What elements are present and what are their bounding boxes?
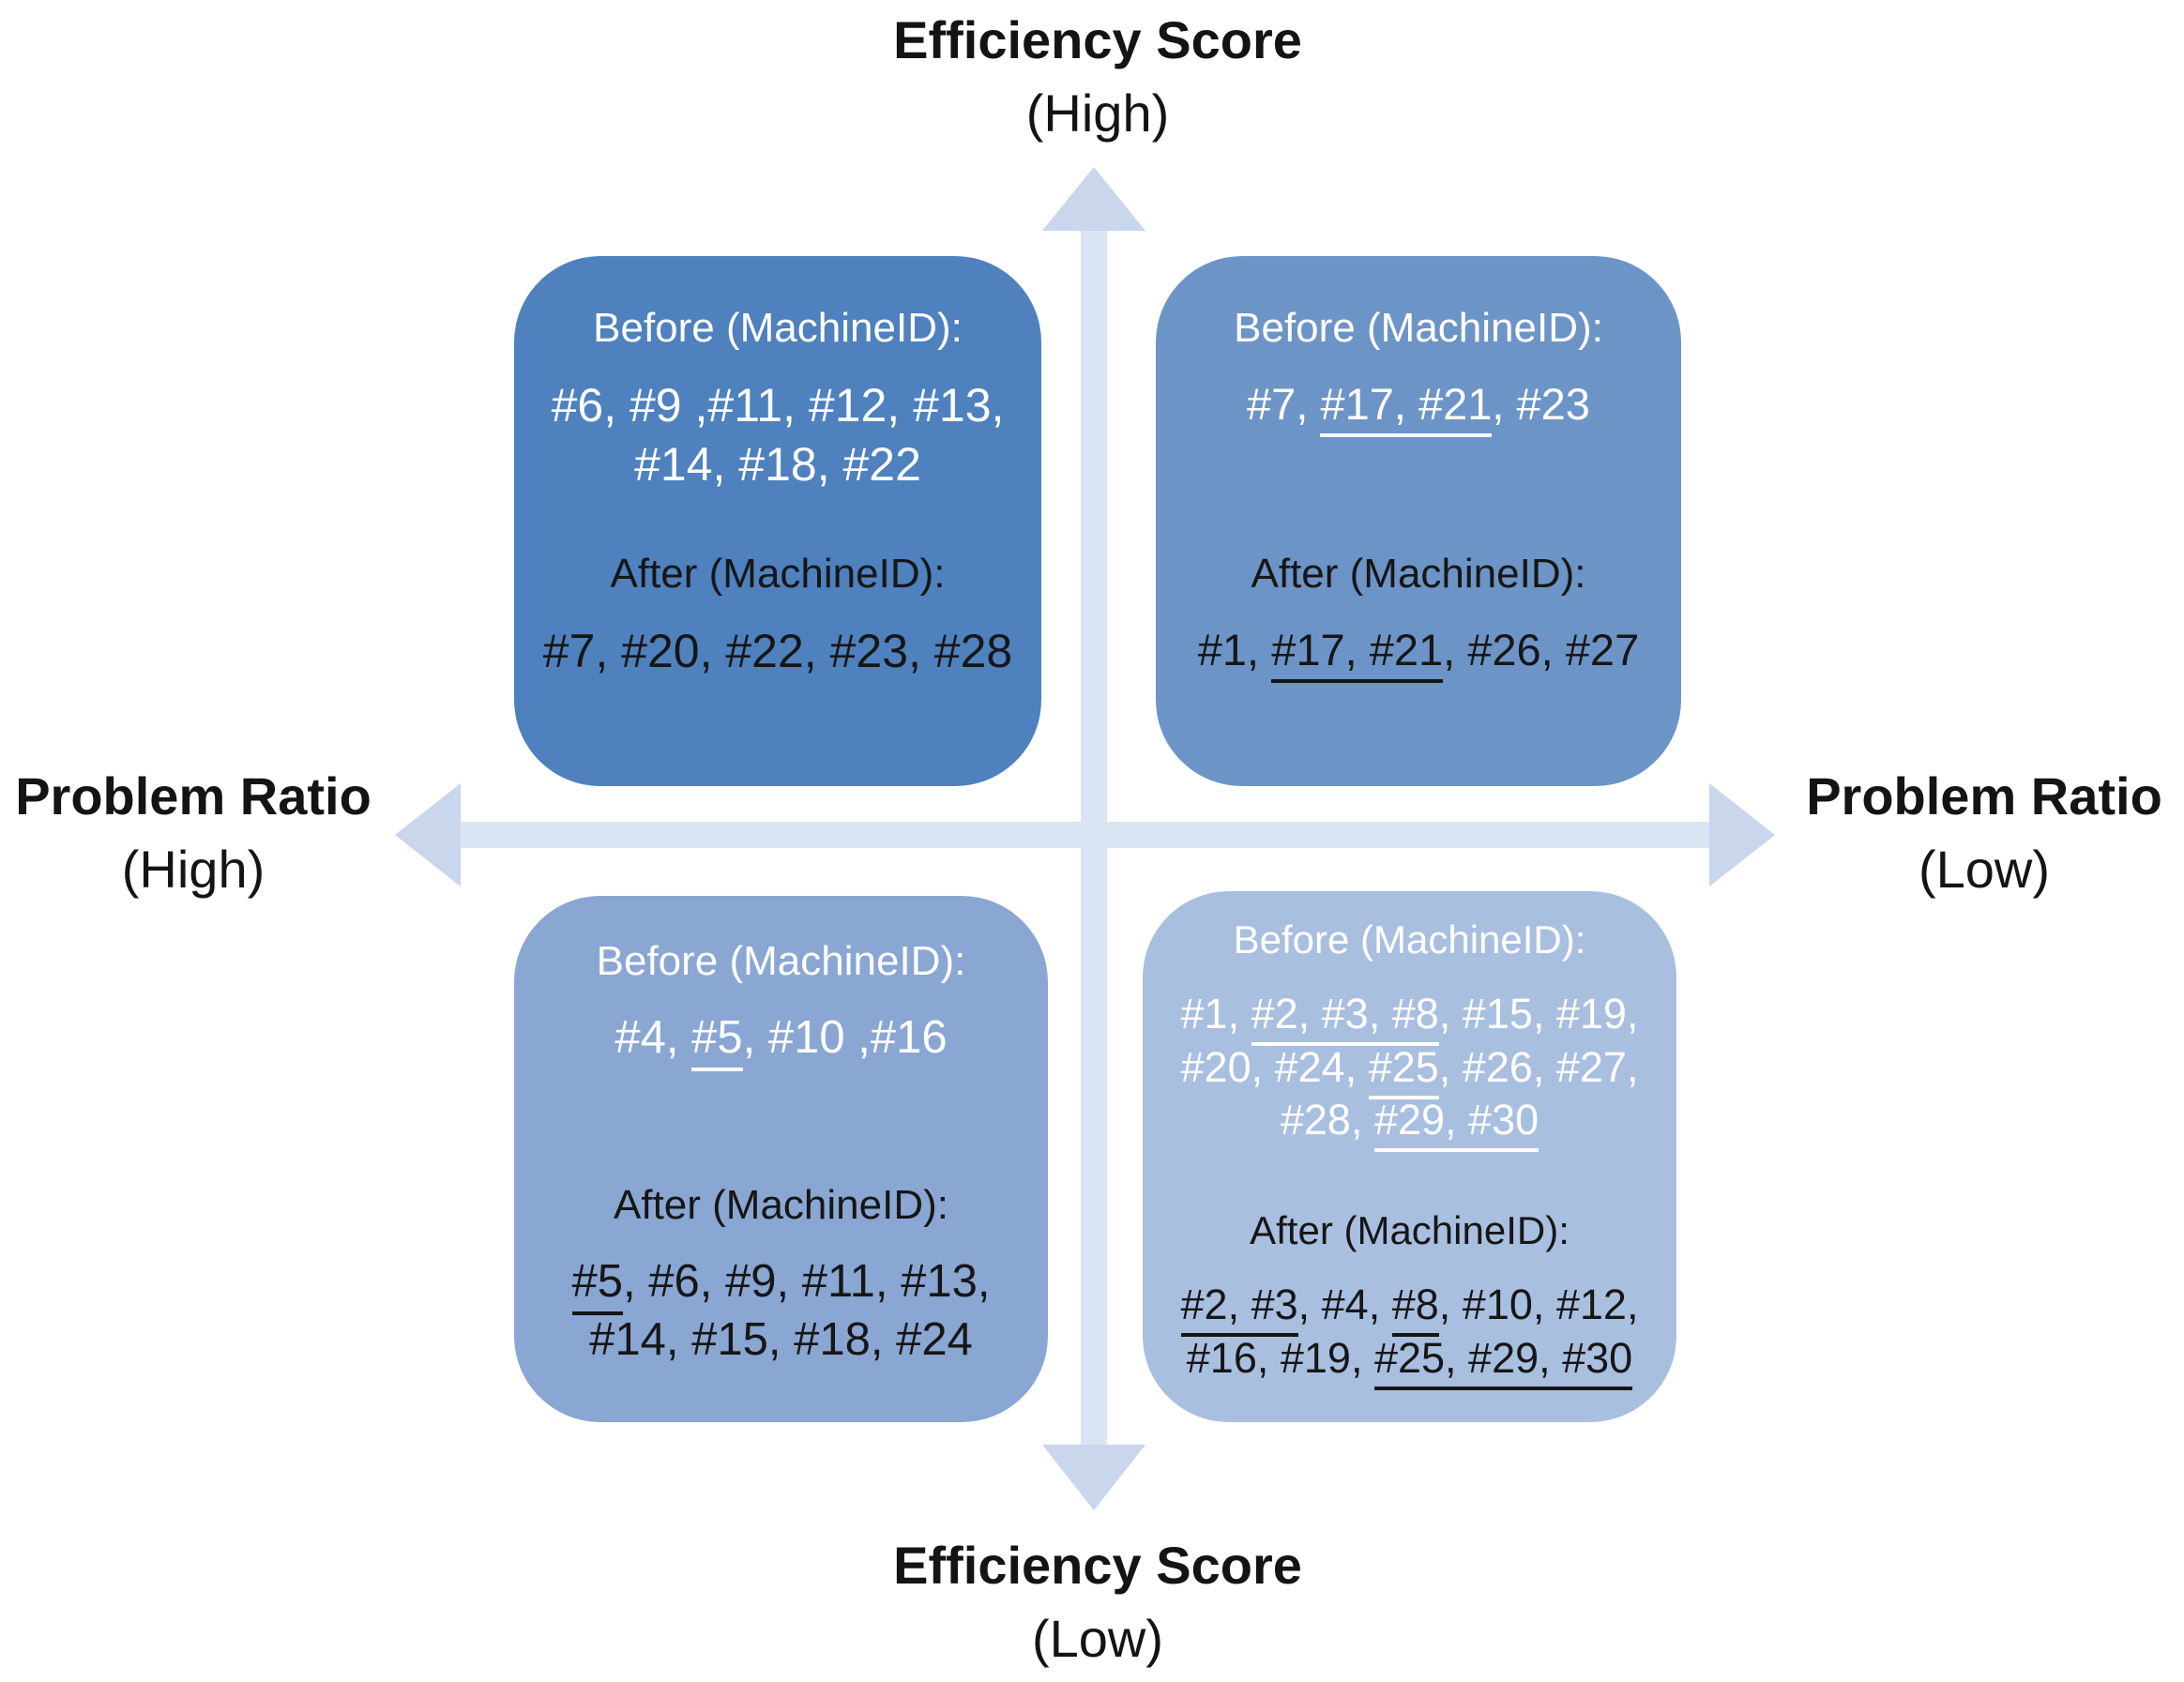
machine-id-segment: #7, #20, #22, #23, #28 (542, 625, 1013, 677)
axis-title-problem-low: Problem Ratio (1806, 766, 2162, 826)
before-label: Before (MachineID): (1234, 305, 1603, 351)
machine-id-underlined: #5 (571, 1256, 624, 1315)
after-section: After (MachineID): #1, #17, #21, #26, #2… (1156, 547, 1681, 683)
axis-title-efficiency-low: Efficiency Score (893, 1536, 1302, 1595)
machine-id-underlined: #17, #21 (1320, 379, 1493, 437)
after-machine-id-list: #7, #20, #22, #23, #28 (514, 622, 1041, 681)
machine-id-underlined: #25, #29, #30 (1373, 1333, 1633, 1390)
before-machine-id-list: #4, #5, #10 ,#16 (514, 1009, 1048, 1071)
machine-id-line: #1, #2, #3, #8, #15, #19, (1143, 988, 1676, 1046)
axis-sublabel-low: (Low) (1031, 1609, 1164, 1668)
after-machine-id-list: #5, #6, #9, #11, #13,#14, #15, #18, #24 (514, 1253, 1048, 1369)
quadrant-low-problem-low-efficiency: Before (MachineID): #1, #2, #3, #8, #15,… (1143, 891, 1676, 1422)
machine-id-underlined: #2, #3, #8 (1251, 990, 1439, 1046)
machine-id-underlined: #5 (691, 1012, 743, 1071)
before-machine-id-list: #6, #9 ,#11, #12, #13, #14, #18, #22 (514, 376, 1041, 494)
axis-sublabel-high: (High) (1025, 83, 1170, 143)
before-section: Before (MachineID): #1, #2, #3, #8, #15,… (1143, 913, 1676, 1153)
down-arrowhead-icon (1042, 1445, 1145, 1510)
axis-label-left: Problem Ratio (High) (0, 760, 392, 906)
machine-id-segment: #4, (614, 1012, 692, 1063)
axis-title-problem-high: Problem Ratio (15, 766, 372, 826)
machine-id-segment: #7, (1247, 379, 1321, 429)
machine-id-segment: , #26, #27, (1438, 1042, 1639, 1091)
machine-id-line: #14, #15, #18, #24 (514, 1311, 1048, 1370)
machine-id-line: #4, #5, #10 ,#16 (514, 1009, 1048, 1071)
machine-id-line: #14, #18, #22 (514, 435, 1041, 494)
axis-label-right: Problem Ratio (Low) (1784, 760, 2184, 906)
machine-id-line: #20, #24, #25, #26, #27, (1143, 1041, 1676, 1099)
axis-label-top: Efficiency Score (High) (675, 4, 1520, 150)
before-label: Before (MachineID): (596, 938, 966, 984)
machine-id-underlined: #25 (1368, 1042, 1439, 1099)
after-section: After (MachineID): #5, #6, #9, #11, #13,… (514, 1178, 1048, 1369)
machine-id-segment: , #10 ,#16 (742, 1012, 948, 1063)
machine-id-segment: #20, #24, (1180, 1042, 1369, 1091)
before-label: Before (MachineID): (1233, 917, 1586, 962)
machine-id-segment: #14, #18, #22 (634, 438, 921, 491)
before-machine-id-list: #1, #2, #3, #8, #15, #19,#20, #24, #25, … (1143, 988, 1676, 1153)
machine-id-segment: #28, (1280, 1096, 1374, 1144)
right-arrowhead-icon (1709, 783, 1775, 886)
after-machine-id-list: #2, #3, #4, #8, #10, #12,#16, #19, #25, … (1143, 1279, 1676, 1390)
after-label: After (MachineID): (614, 1182, 948, 1228)
up-arrowhead-icon (1042, 167, 1145, 231)
machine-id-segment: , #23 (1492, 379, 1590, 429)
before-section: Before (MachineID): #7, #17, #21, #23 (1156, 301, 1681, 437)
axis-label-bottom: Efficiency Score (Low) (675, 1529, 1520, 1675)
machine-id-segment: , #15, #19, (1438, 990, 1639, 1038)
machine-id-underlined: #8 (1391, 1280, 1439, 1337)
machine-id-line: #7, #20, #22, #23, #28 (514, 622, 1041, 681)
before-machine-id-list: #7, #17, #21, #23 (1156, 376, 1681, 437)
machine-id-segment: #6, #9 ,#11, #12, #13, (551, 379, 1005, 432)
before-label: Before (MachineID): (593, 305, 963, 351)
before-section: Before (MachineID): #6, #9 ,#11, #12, #1… (514, 301, 1041, 494)
machine-id-segment: , #10, #12, (1438, 1280, 1639, 1328)
machine-id-line: #5, #6, #9, #11, #13, (514, 1253, 1048, 1315)
machine-id-line: #2, #3, #4, #8, #10, #12, (1143, 1279, 1676, 1337)
machine-id-line: #7, #17, #21, #23 (1156, 376, 1681, 437)
machine-id-segment: #1, (1180, 990, 1251, 1038)
before-section: Before (MachineID): #4, #5, #10 ,#16 (514, 934, 1048, 1071)
machine-id-segment: , #26, #27 (1443, 625, 1640, 674)
machine-id-segment: #14, #15, #18, #24 (589, 1313, 973, 1365)
quadrant-high-problem-low-efficiency: Before (MachineID): #4, #5, #10 ,#16 Aft… (514, 896, 1048, 1422)
after-machine-id-list: #1, #17, #21, #26, #27 (1156, 622, 1681, 683)
after-section: After (MachineID): #7, #20, #22, #23, #2… (514, 547, 1041, 681)
machine-id-underlined: #2, #3 (1180, 1280, 1298, 1337)
quadrant-low-problem-high-efficiency: Before (MachineID): #7, #17, #21, #23 Af… (1156, 256, 1681, 786)
machine-id-segment: , #6, #9, #11, #13, (623, 1256, 991, 1307)
quadrant-high-problem-high-efficiency: Before (MachineID): #6, #9 ,#11, #12, #1… (514, 256, 1041, 786)
left-arrowhead-icon (395, 783, 461, 886)
machine-id-segment: #16, #19, (1186, 1333, 1374, 1382)
machine-id-segment: , #4, (1297, 1280, 1392, 1328)
machine-id-underlined: #17, #21 (1271, 625, 1444, 683)
machine-id-line: #6, #9 ,#11, #12, #13, (514, 376, 1041, 435)
vertical-axis-shaft (1081, 227, 1107, 1447)
after-label: After (MachineID): (1251, 551, 1586, 597)
after-label: After (MachineID): (1250, 1208, 1570, 1252)
machine-id-line: #16, #19, #25, #29, #30 (1143, 1332, 1676, 1390)
after-label: After (MachineID): (610, 551, 946, 597)
machine-id-underlined: #29, #30 (1373, 1096, 1539, 1153)
machine-id-segment: #1, (1197, 625, 1272, 674)
after-section: After (MachineID): #2, #3, #4, #8, #10, … (1143, 1204, 1676, 1390)
axis-sublabel-problem-high: (High) (121, 840, 265, 899)
machine-id-line: #1, #17, #21, #26, #27 (1156, 622, 1681, 683)
axis-sublabel-problem-low: (Low) (1918, 840, 2051, 899)
axis-title-efficiency-high: Efficiency Score (893, 10, 1302, 69)
machine-id-line: #28, #29, #30 (1143, 1094, 1676, 1153)
